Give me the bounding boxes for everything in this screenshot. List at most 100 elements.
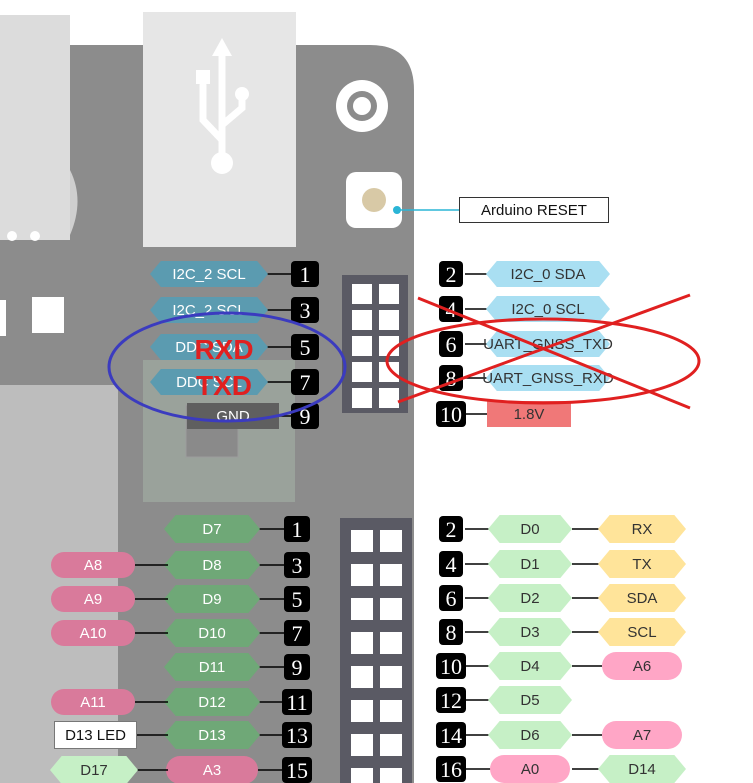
reset-button-cap — [362, 188, 386, 212]
bottom-right-pin-16-number: 16 — [440, 757, 462, 782]
top-left-pin-9-label: GND — [216, 408, 250, 425]
bottom-right-pin-6-extra-tag — [598, 584, 686, 612]
bottom-right-pin-10-pin-tag — [488, 652, 572, 680]
usb-icon-base — [211, 152, 233, 174]
bottom-left-pin-3-number: 3 — [292, 553, 303, 578]
bottom-left-pin-5-number-box — [284, 586, 310, 612]
left-pad-edge — [0, 300, 6, 336]
bottom-left-pin-3-pin-label: D8 — [202, 557, 221, 574]
top-right-pin-8-number: 8 — [446, 366, 457, 391]
left-dot-2 — [30, 231, 40, 241]
bottom-right-pin-10-number: 10 — [440, 654, 462, 679]
bottom-right-pin-10-extra-tag — [602, 652, 682, 680]
top-header-pins — [352, 284, 399, 408]
top-left-pin-7-number: 7 — [300, 370, 311, 395]
bottom-left-pin-13-pin-label: D13 — [198, 727, 226, 744]
bottom-right-pin-10-extra-label: A6 — [633, 658, 651, 675]
bottom-left-pin-11-number: 11 — [286, 690, 307, 715]
bottom-right-pin-8-pin-label: D3 — [520, 624, 539, 641]
top-left-pin-1-number-box — [291, 261, 319, 287]
left-dot-1 — [7, 231, 17, 241]
bottom-left-pin-11-extra-tag — [51, 689, 135, 715]
top-left-pin-9-number: 9 — [300, 404, 311, 429]
bottom-right-pin-12-pin-label: D5 — [520, 692, 539, 709]
top-left-pin-1-label: I2C_2 SCL — [172, 266, 245, 283]
bottom-right-pin-12-number: 12 — [440, 688, 462, 713]
bottom-left-pin-1-number: 1 — [292, 517, 303, 542]
bottom-header-pins — [351, 530, 402, 783]
bottom-right-pin-4-number-box — [439, 551, 463, 577]
top-left-pin-3-number: 3 — [300, 298, 311, 323]
bottom-right-pin-10-number-box — [436, 653, 466, 679]
txd-label: TXD — [196, 370, 252, 401]
top-right-pin-10-label: 1.8V — [514, 406, 545, 423]
usb-icon-square — [196, 70, 210, 84]
bottom-right-pin-4-number: 4 — [446, 552, 457, 577]
reset-leader-dot — [393, 206, 401, 214]
top-right-pin-10-number: 10 — [440, 402, 462, 427]
rx-tx-annotation: RXD TXD — [107, 311, 347, 423]
red-cross-line-2 — [397, 293, 691, 404]
bottom-right-pin-8-number: 8 — [446, 620, 457, 645]
top-right-pin-4-label: I2C_0 SCL — [511, 301, 584, 318]
bottom-left-pin-5-extra-label: A9 — [84, 591, 102, 608]
bottom-left-pin-11-pin-label: D12 — [198, 694, 226, 711]
bottom-left-pin-15-extra-label: D17 — [80, 762, 108, 779]
bottom-left-pin-5-pin-tag — [164, 585, 260, 613]
bottom-right-pin-16-pin-label: A0 — [521, 761, 539, 778]
bottom-left-pin-7-extra-tag — [51, 620, 135, 646]
bottom-left-pin-7-pin-label: D10 — [198, 625, 226, 642]
bottom-left-pin-9-pin-label: D11 — [199, 659, 225, 676]
bottom-right-pin-16-pin-tag — [490, 755, 570, 783]
bottom-right-pin-4-extra-label: TX — [632, 556, 651, 573]
bottom-right-pin-2-number-box — [439, 516, 463, 542]
bottom-left-pin-7-number-box — [284, 620, 310, 646]
bottom-left-pin-15-extra-tag — [50, 756, 138, 783]
bottom-header — [340, 518, 412, 783]
bottom-left-pin-11-pin-tag — [164, 688, 260, 716]
bottom-left-pin-15-pin-label: A3 — [203, 762, 221, 779]
bottom-right-pin-8-pin-tag — [488, 618, 572, 646]
bottom-left-pin-7-number: 7 — [292, 621, 303, 646]
top-right-pin-10-number-box — [436, 401, 466, 427]
top-right-pin-10-tag — [487, 401, 571, 427]
top-right-pin-4-number: 4 — [446, 297, 457, 322]
top-left-pin-9-tag — [187, 403, 279, 429]
usb-icon-arrow — [212, 38, 232, 56]
bottom-left-pin-3-pin-tag — [164, 551, 260, 579]
bottom-right-pin-6-number-box — [439, 585, 463, 611]
bottom-left-pin-11-extra-label: A11 — [80, 694, 106, 711]
bottom-left-pin-5-number: 5 — [292, 587, 303, 612]
bottom-right-pin-2-number: 2 — [446, 517, 457, 542]
bottom-right-pin-10-pin-label: D4 — [520, 658, 539, 675]
bottom-left-pin-3-extra-tag — [51, 552, 135, 578]
bottom-left-pin-7-pin-tag — [164, 619, 260, 647]
arduino-reset-label: Arduino RESET — [459, 197, 609, 223]
bottom-left-pin-13-number-box — [282, 722, 312, 748]
bottom-right-pin-14-number: 14 — [440, 723, 462, 748]
usb-icon-dot — [235, 87, 249, 101]
bottom-left-pin-15-number-box — [282, 757, 312, 783]
top-right-pin-4-tag — [486, 296, 610, 322]
bottom-right-pin-16-extra-tag — [598, 755, 686, 783]
mounting-hole-core — [353, 97, 371, 115]
bottom-right-pin-8-number-box — [439, 619, 463, 645]
bottom-right-pin-12-number-box — [436, 687, 466, 713]
top-left-pin-5-number: 5 — [300, 335, 311, 360]
bottom-left-pin-13-number: 13 — [286, 723, 308, 748]
d13-led-label: D13 LED — [54, 721, 137, 749]
crossed-out-annotation — [385, 293, 701, 410]
bottom-right-pin-14-extra-label: A7 — [633, 727, 651, 744]
top-left-pin-7-number-box — [291, 369, 319, 395]
left-connector — [0, 15, 70, 240]
bottom-right-pin-16-extra-label: D14 — [628, 761, 656, 778]
top-left-pin-1-tag — [150, 261, 268, 287]
bottom-right-pin-2-extra-label: RX — [632, 521, 653, 538]
bottom-left-pin-7-extra-label: A10 — [80, 625, 107, 642]
top-right-pin-2-number-box — [439, 261, 463, 287]
top-left-pin-7-tag — [150, 369, 268, 395]
left-pad — [32, 297, 64, 333]
